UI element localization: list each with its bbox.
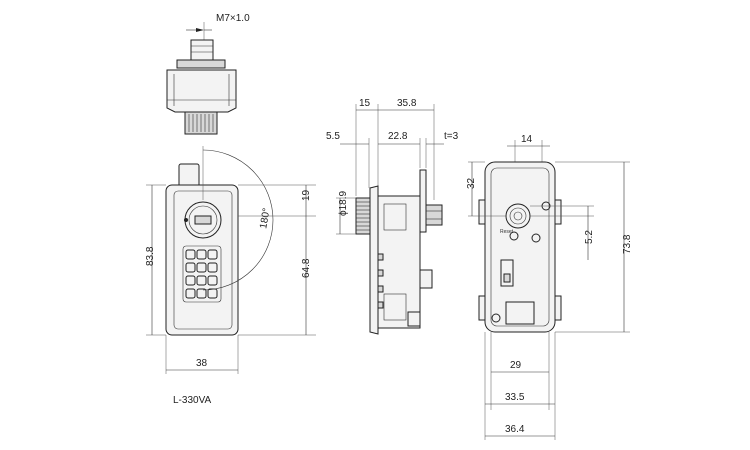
side-cam-plate (419, 169, 427, 233)
side-front-plate (369, 185, 379, 335)
side-depth-b: 35.8 (397, 98, 417, 109)
front-handle-tab (178, 163, 200, 189)
side-depth-a: 15 (359, 98, 371, 109)
front-height-upper: 19 (301, 189, 312, 201)
front-width: 38 (196, 358, 208, 369)
front-height-lower: 64.8 (301, 258, 312, 278)
rear-small-dim: 5.2 (584, 230, 595, 244)
rear-height-total: 73.8 (622, 234, 633, 254)
rear-latch (505, 301, 535, 325)
rear-body (484, 161, 556, 333)
rear-width-outer: 36.4 (505, 424, 525, 435)
front-dial-buttons (185, 249, 218, 299)
side-diameter: ϕ18.9 (338, 190, 349, 216)
reset-label: Reset (500, 229, 514, 235)
top-nut (190, 39, 214, 61)
side-offset-b: 22.8 (388, 131, 408, 142)
top-view: M7×1.0 (166, 13, 250, 135)
rear-width-inner: 29 (510, 360, 522, 371)
side-thickness: t=3 (444, 131, 459, 142)
thread-label: M7×1.0 (216, 13, 250, 24)
model-label: L-330VA (173, 395, 212, 406)
front-view: 180° 83.8 19 64.8 38 L-330VA (145, 146, 316, 406)
rear-top-width: 14 (521, 134, 533, 145)
front-plate (165, 184, 239, 336)
side-offset-a: 5.5 (326, 131, 340, 142)
side-body (377, 195, 421, 329)
rear-width-mid: 33.5 (505, 392, 525, 403)
rear-view: 14 Reset 32 5.2 73.8 (466, 134, 633, 440)
rear-top-height: 32 (466, 177, 477, 189)
side-dial-wheel (355, 197, 371, 235)
top-housing (166, 69, 237, 113)
front-height-total: 83.8 (145, 246, 156, 266)
side-view: 15 35.8 5.5 22.8 t=3 (326, 98, 459, 335)
side-nut (425, 204, 443, 226)
angle-label: 180° (258, 207, 272, 229)
